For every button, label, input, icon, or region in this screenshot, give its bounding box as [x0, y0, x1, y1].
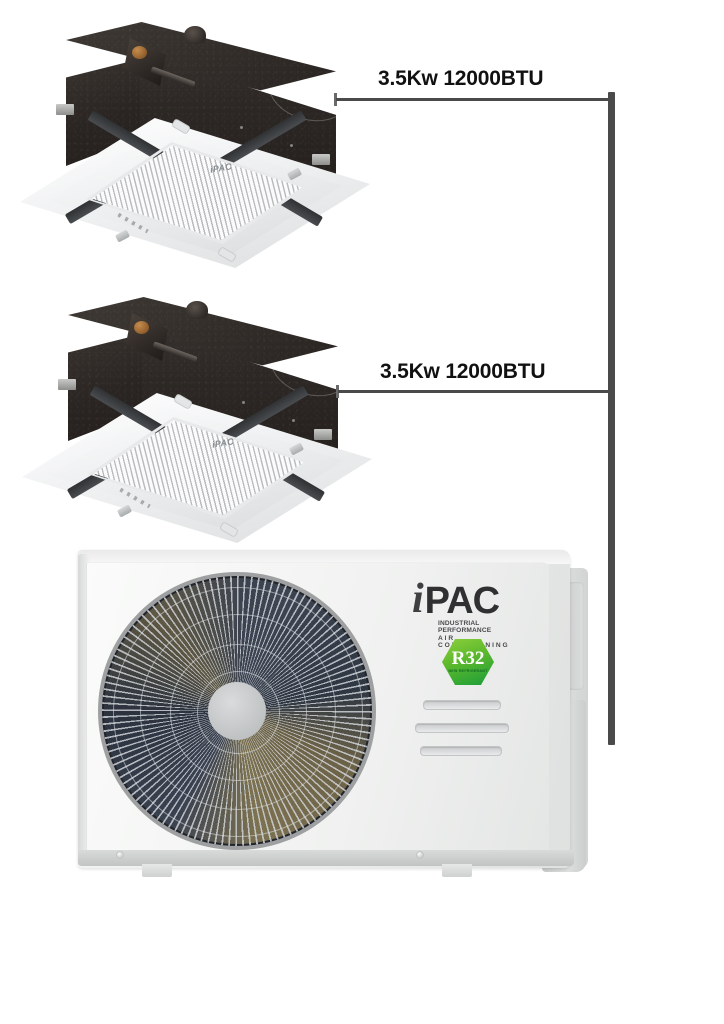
- cabinet-bottom-rail: [78, 850, 574, 866]
- r32-sublabel: NEW REFRIGERANT: [448, 669, 488, 673]
- r32-refrigerant-badge: R32 NEW REFRIGERANT: [442, 638, 494, 686]
- cabinet-screw: [416, 851, 424, 859]
- drain-pump-knob: [184, 26, 206, 44]
- indoor-unit-2: iPAC: [22, 295, 372, 545]
- chassis-screw: [290, 144, 293, 147]
- cabinet-top-lip: [78, 550, 570, 564]
- logo-tagline-line1: INDUSTRIAL PERFORMANCE: [438, 619, 492, 634]
- cabinet-screw: [116, 851, 124, 859]
- mounting-foot-left: [142, 864, 172, 877]
- mounting-bracket: [58, 379, 76, 390]
- logo-letters-pac: PAC: [424, 580, 500, 623]
- fan-guard-ring: [98, 572, 376, 850]
- cabinet-vent-slot: [415, 723, 509, 733]
- cabinet-left-edge: [78, 554, 89, 866]
- r32-label: R32: [451, 648, 485, 669]
- mounting-bracket: [314, 429, 332, 440]
- chassis-screw: [290, 361, 293, 364]
- logo-wordmark: i PAC: [412, 576, 522, 623]
- logo-letter-i: i: [412, 576, 424, 622]
- outdoor-brand-logo: i PAC INDUSTRIAL PERFORMANCE AIR CONDITI…: [412, 576, 522, 649]
- fan-guard-ring-line: [112, 586, 364, 838]
- indoor-unit-1: iPAC: [20, 20, 370, 270]
- leader-tick-2: [336, 385, 339, 398]
- mounting-foot-right: [442, 864, 472, 877]
- mounting-bracket: [312, 154, 330, 165]
- drain-pump-knob: [186, 301, 208, 319]
- chassis-screw: [242, 401, 245, 404]
- cabinet-vent-slot: [423, 700, 501, 710]
- outdoor-unit: i PAC INDUSTRIAL PERFORMANCE AIR CONDITI…: [60, 540, 620, 905]
- chassis-screw: [288, 86, 291, 89]
- capacity-label-2: 3.5Kw 12000BTU: [380, 360, 546, 383]
- fan-hub: [208, 682, 266, 740]
- chassis-screw: [292, 419, 295, 422]
- capacity-label-1: 3.5Kw 12000BTU: [378, 67, 544, 90]
- cabinet-vent-slot: [420, 746, 502, 756]
- fan-assembly: [98, 572, 376, 850]
- cassette-face-panel-1: iPAC: [20, 110, 370, 268]
- leader-line-2: [338, 390, 614, 393]
- refrigerant-trunk-line: [608, 92, 615, 745]
- leader-line-1: [336, 98, 614, 101]
- mounting-bracket: [56, 104, 74, 115]
- cassette-face-panel-2: iPAC: [22, 385, 372, 543]
- copper-pipe-stub: [132, 46, 147, 59]
- chassis-screw: [240, 126, 243, 129]
- leader-tick-1: [334, 93, 337, 106]
- copper-pipe-stub: [134, 321, 149, 334]
